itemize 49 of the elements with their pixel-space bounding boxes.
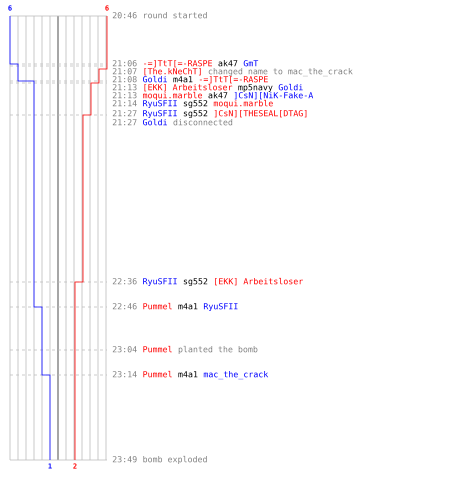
weapon-name: sg552 [184,100,208,108]
timestamp: 21:13 [112,84,137,90]
weapon-name: m4a1 [178,371,198,378]
player-name: ]CsN][NiK-Fake-A [234,92,314,100]
timestamp: 22:46 [112,303,137,310]
player-name: RyuSFII [143,278,177,286]
player-name: Pummel [143,370,172,378]
timestamp: 23:49 [112,456,137,462]
event-text: round started [144,12,207,18]
weapon-name: ak47 [208,92,228,98]
timestamp: 23:04 [112,346,137,352]
player-name: mac_the_crack [204,370,268,380]
timestamp: 21:07 [112,68,137,74]
player-name: Goldi [143,118,167,126]
event-text: changed name to mac_the_crack [208,68,353,76]
weapon-name: m4a1 [178,303,198,310]
player-name: ]CsN][THESEAL[DTAG] [214,110,306,118]
timestamp: 21:06 [112,60,137,66]
player-name: RyuSFII [204,303,238,311]
event-text: planted the bomb [178,346,258,354]
timestamp: 22:36 [112,278,137,284]
weapon-name: ak47 [218,60,238,66]
player-name: [EKK] Arbeitsloser [144,84,232,92]
weapon-name: sg552 [184,278,208,286]
timestamp: 21:27 [112,110,137,116]
weapon-name: sg552 [184,110,208,118]
player-name: RyuSFII [143,100,177,108]
event-text: bomb exploded [143,456,207,464]
timestamp: 21:13 [112,92,137,98]
timestamp: 20:46 [112,12,137,18]
weapon-name: m4a1 [173,76,192,82]
player-name: -=]TtT[=-RASPE [144,60,212,68]
player-name: moqui.marble [143,92,202,100]
player-name: [The.kNeChT] [144,68,201,76]
timestamp: 21:27 [112,119,137,126]
player-name: Pummel [143,346,172,352]
event-text: disconnected [173,118,232,126]
player-name: [EKK] Arbeitsloser [215,278,303,286]
player-name: Goldi [143,76,167,82]
timestamp: 21:14 [112,100,137,106]
player-name: -=]TtT[=-RASPE [200,76,268,84]
player-name: RyuSFII [143,110,177,118]
player-name: GmT [244,60,258,66]
player-name: Goldi [278,84,303,90]
timestamp: 21:08 [112,76,137,82]
player-name: Pummel [143,302,172,310]
timestamp: 23:14 [112,371,137,378]
player-name: moqui.marble [214,100,273,108]
weapon-name: mp5navy [238,84,273,92]
